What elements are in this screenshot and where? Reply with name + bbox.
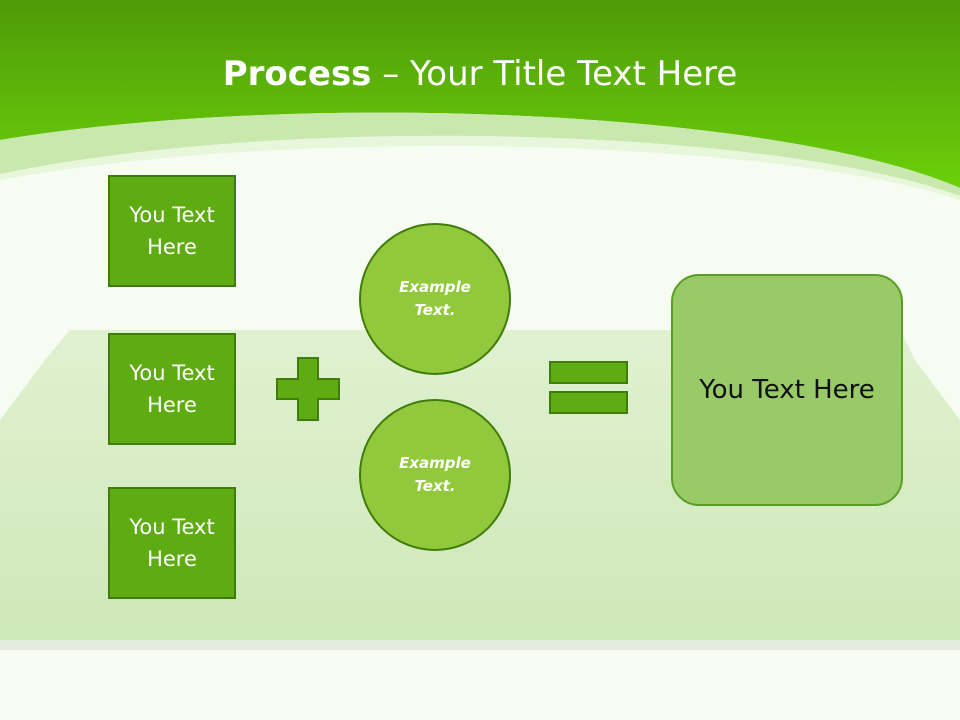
example-circle-2[interactable]: Example Text.: [359, 399, 511, 551]
header-band: [0, 0, 960, 188]
title-rest: – Your Title Text Here: [371, 54, 738, 94]
input-box-label: You Text Here: [129, 361, 215, 417]
plus-icon: [276, 357, 340, 421]
input-box-1[interactable]: You Text Here: [108, 175, 236, 287]
input-box-3[interactable]: You Text Here: [108, 487, 236, 599]
title-bold: Process: [222, 54, 372, 94]
header-wave: [0, 112, 960, 196]
result-label: You Text Here: [699, 375, 875, 405]
input-box-2[interactable]: You Text Here: [108, 333, 236, 445]
result-box[interactable]: You Text Here: [671, 274, 903, 506]
equals-icon: [549, 361, 628, 414]
example-circle-1[interactable]: Example Text.: [359, 223, 511, 375]
input-box-label: You Text Here: [129, 515, 215, 571]
circle-label: Example Text.: [399, 278, 471, 319]
input-box-label: You Text Here: [129, 203, 215, 259]
circle-label: Example Text.: [399, 454, 471, 495]
slide-title: Process – Your Title Text Here: [0, 52, 960, 96]
